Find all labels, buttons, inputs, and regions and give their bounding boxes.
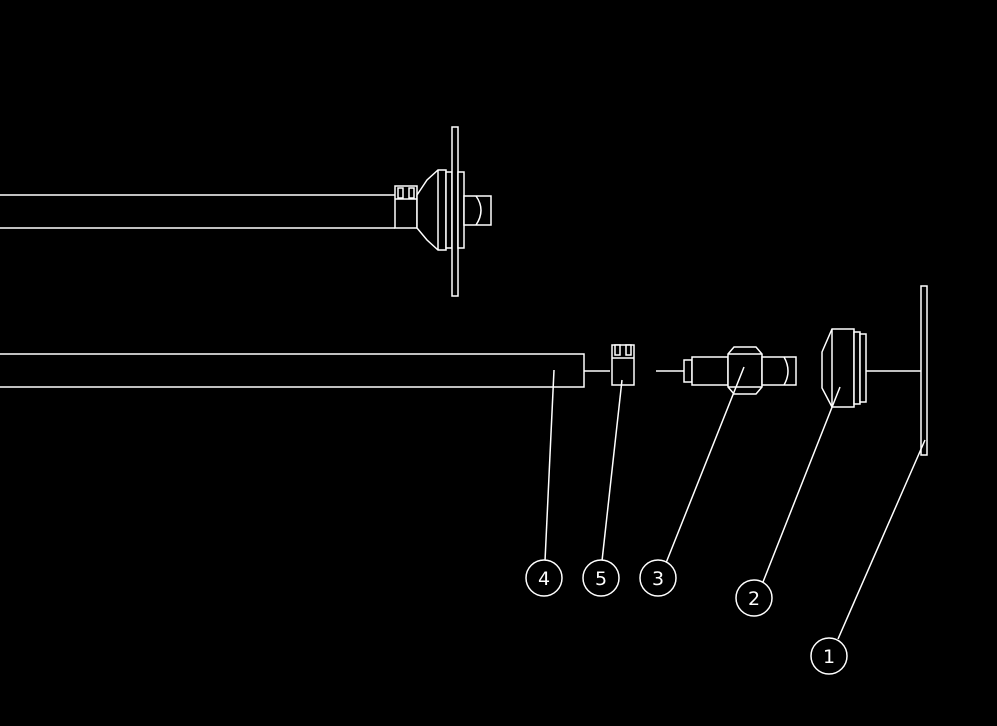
- balloon-3: 3: [639, 559, 677, 597]
- part-1-plate: [920, 285, 928, 456]
- exploded-view: [0, 285, 928, 456]
- leader-2: [762, 386, 841, 583]
- assembled-view: [0, 126, 492, 297]
- balloon-2-label: 2: [748, 588, 760, 610]
- part-4-shaft: [0, 353, 585, 388]
- balloon-1-label: 1: [823, 646, 835, 668]
- balloon-2: 2: [735, 579, 773, 617]
- assembled-plate: [451, 126, 459, 297]
- leader-5: [601, 379, 623, 562]
- leader-4: [544, 369, 555, 562]
- assembled-hub: [416, 169, 453, 251]
- assembled-shaft: [0, 194, 395, 229]
- assembled-stub: [463, 195, 492, 226]
- leader-1: [837, 439, 926, 640]
- balloon-3-label: 3: [652, 568, 664, 590]
- balloon-4-label: 4: [538, 568, 550, 590]
- leader-lines: [544, 366, 926, 640]
- balloon-5: 5: [582, 559, 620, 597]
- balloon-4: 4: [525, 559, 563, 597]
- balloon-5-label: 5: [595, 568, 607, 590]
- part-5-clip: [611, 344, 635, 386]
- leader-3: [665, 366, 745, 564]
- assembled-coupling: [394, 185, 418, 229]
- part-2-hub: [821, 328, 867, 408]
- balloon-1: 1: [810, 637, 848, 675]
- part-3-stub-shaft: [683, 346, 797, 395]
- assembled-collar: [457, 171, 465, 249]
- callout-balloons: 4 5 3 2 1: [525, 559, 848, 675]
